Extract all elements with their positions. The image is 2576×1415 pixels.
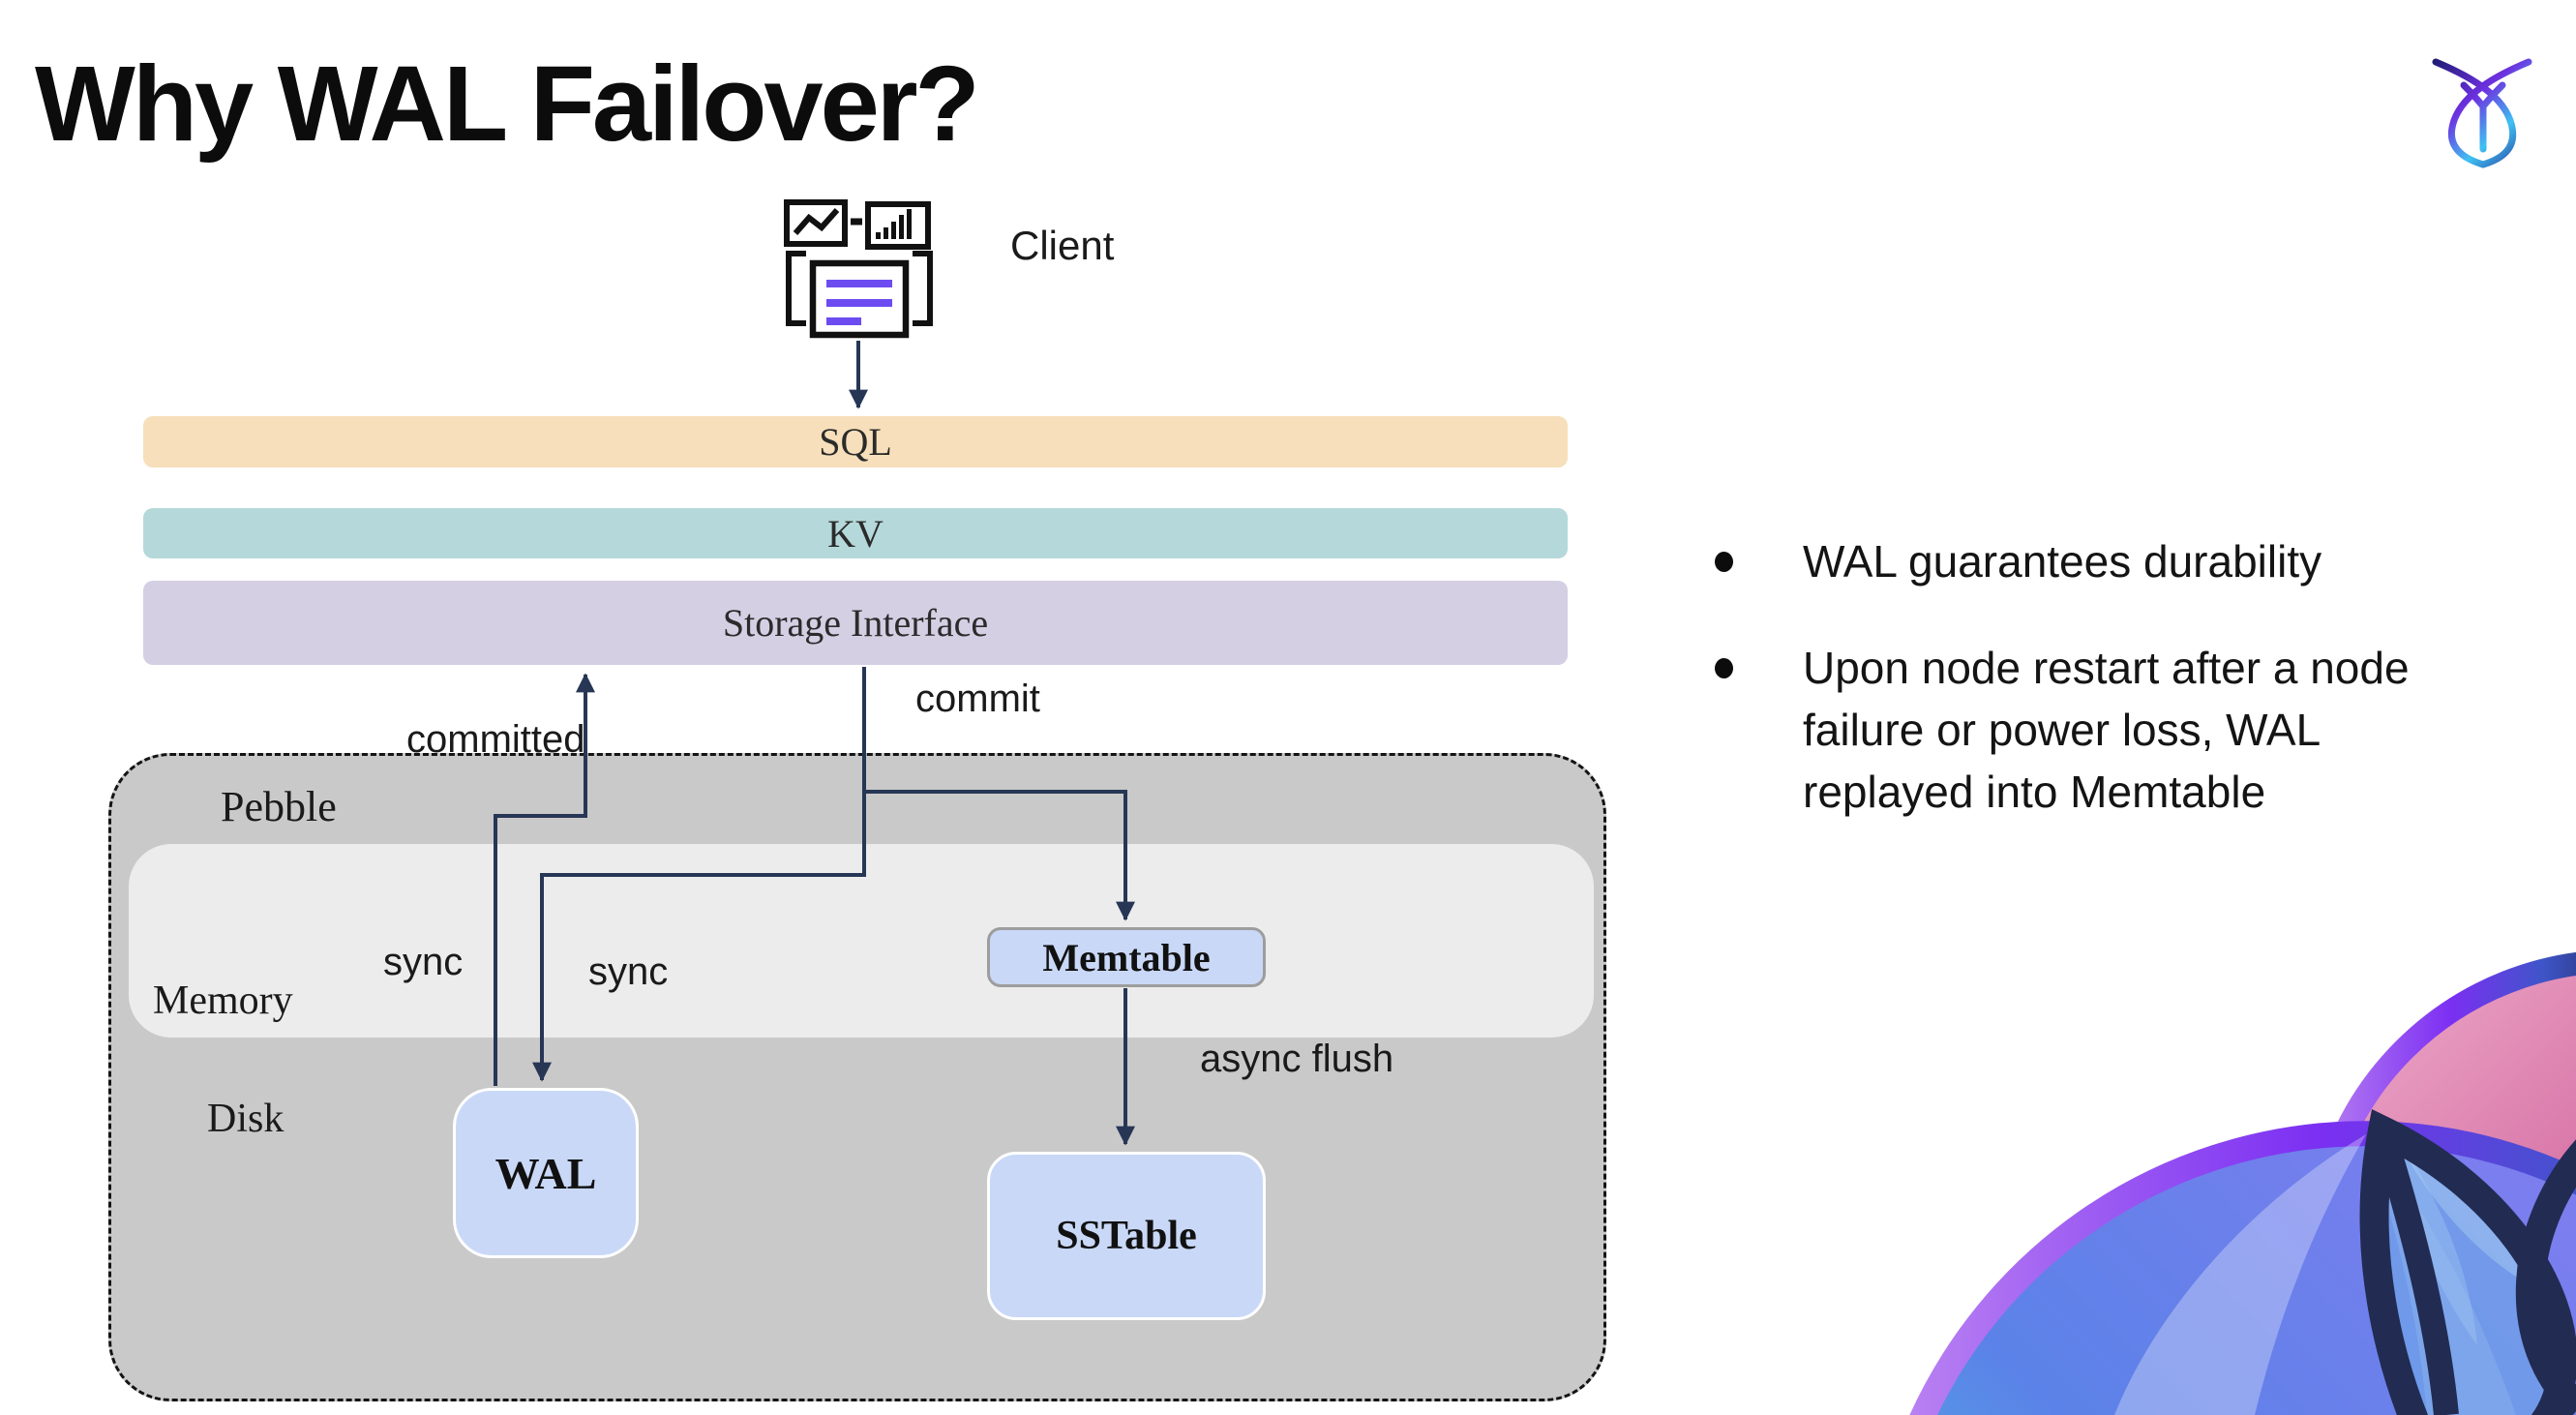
client-label: Client <box>1010 223 1115 268</box>
sync-right-edge-label: sync <box>588 950 669 993</box>
flourish-leaf-outline <box>2359 1109 2576 1415</box>
cockroachdb-logo-icon <box>2432 58 2532 168</box>
bullet-dot-icon <box>1715 552 1733 572</box>
layer-kv-label: KV <box>827 511 884 556</box>
sstable-node-label: SSTable <box>1056 1214 1197 1258</box>
bullet-text: Upon node restart after a node failure o… <box>1803 643 2410 817</box>
bullet-dot-icon <box>1715 658 1733 678</box>
left-bracket <box>786 251 806 326</box>
right-bracket <box>913 251 933 326</box>
list-item: Upon node restart after a node failure o… <box>1715 637 2528 823</box>
flourish-wedge <box>2366 1134 2516 1415</box>
page-title: Why WAL Failover? <box>35 45 980 164</box>
flourish-blue-rim <box>1909 1121 2576 1415</box>
flourish-wedge <box>2114 1134 2366 1415</box>
flourish-pink-sphere <box>2316 964 2576 1415</box>
list-item: WAL guarantees durability <box>1715 530 2528 592</box>
bar-chart-icon <box>865 201 931 250</box>
layer-sql: SQL <box>143 416 1568 467</box>
memtable-node-label: Memtable <box>1042 935 1211 979</box>
memory-label: Memory <box>153 978 293 1023</box>
sstable-node: SSTable <box>987 1152 1266 1320</box>
committed-edge-label: committed <box>406 718 585 761</box>
memory-band <box>129 844 1594 1038</box>
document-text-lines <box>826 280 892 325</box>
memtable-node: Memtable <box>987 927 1266 987</box>
client-monitors-icon <box>784 199 933 339</box>
disk-label: Disk <box>207 1097 285 1141</box>
flourish-side-arc <box>2515 1139 2576 1415</box>
async-flush-edge-label: async flush <box>1200 1038 1394 1080</box>
layer-storage-label: Storage Interface <box>722 601 989 645</box>
layer-kv: KV <box>143 508 1568 558</box>
commit-edge-label: commit <box>915 677 1040 720</box>
layer-storage-interface: Storage Interface <box>143 581 1568 665</box>
flourish-blue-sphere <box>1923 1132 2576 1415</box>
bullet-list: WAL guarantees durability Upon node rest… <box>1715 530 2528 867</box>
layer-sql-label: SQL <box>819 420 892 464</box>
wal-node: WAL <box>453 1088 639 1258</box>
line-chart-icon <box>784 199 848 247</box>
wal-node-label: WAL <box>494 1148 597 1198</box>
flourish-pink-rim <box>2304 951 2576 1264</box>
flourish-petal <box>2388 1123 2543 1292</box>
pebble-label: Pebble <box>221 783 337 830</box>
bar-chart-bars <box>876 209 912 239</box>
bullet-text: WAL guarantees durability <box>1803 536 2322 587</box>
sync-left-edge-label: sync <box>383 941 464 983</box>
flourish-petal <box>2388 1123 2477 1345</box>
flourish-leaf-stem <box>2370 1127 2459 1415</box>
